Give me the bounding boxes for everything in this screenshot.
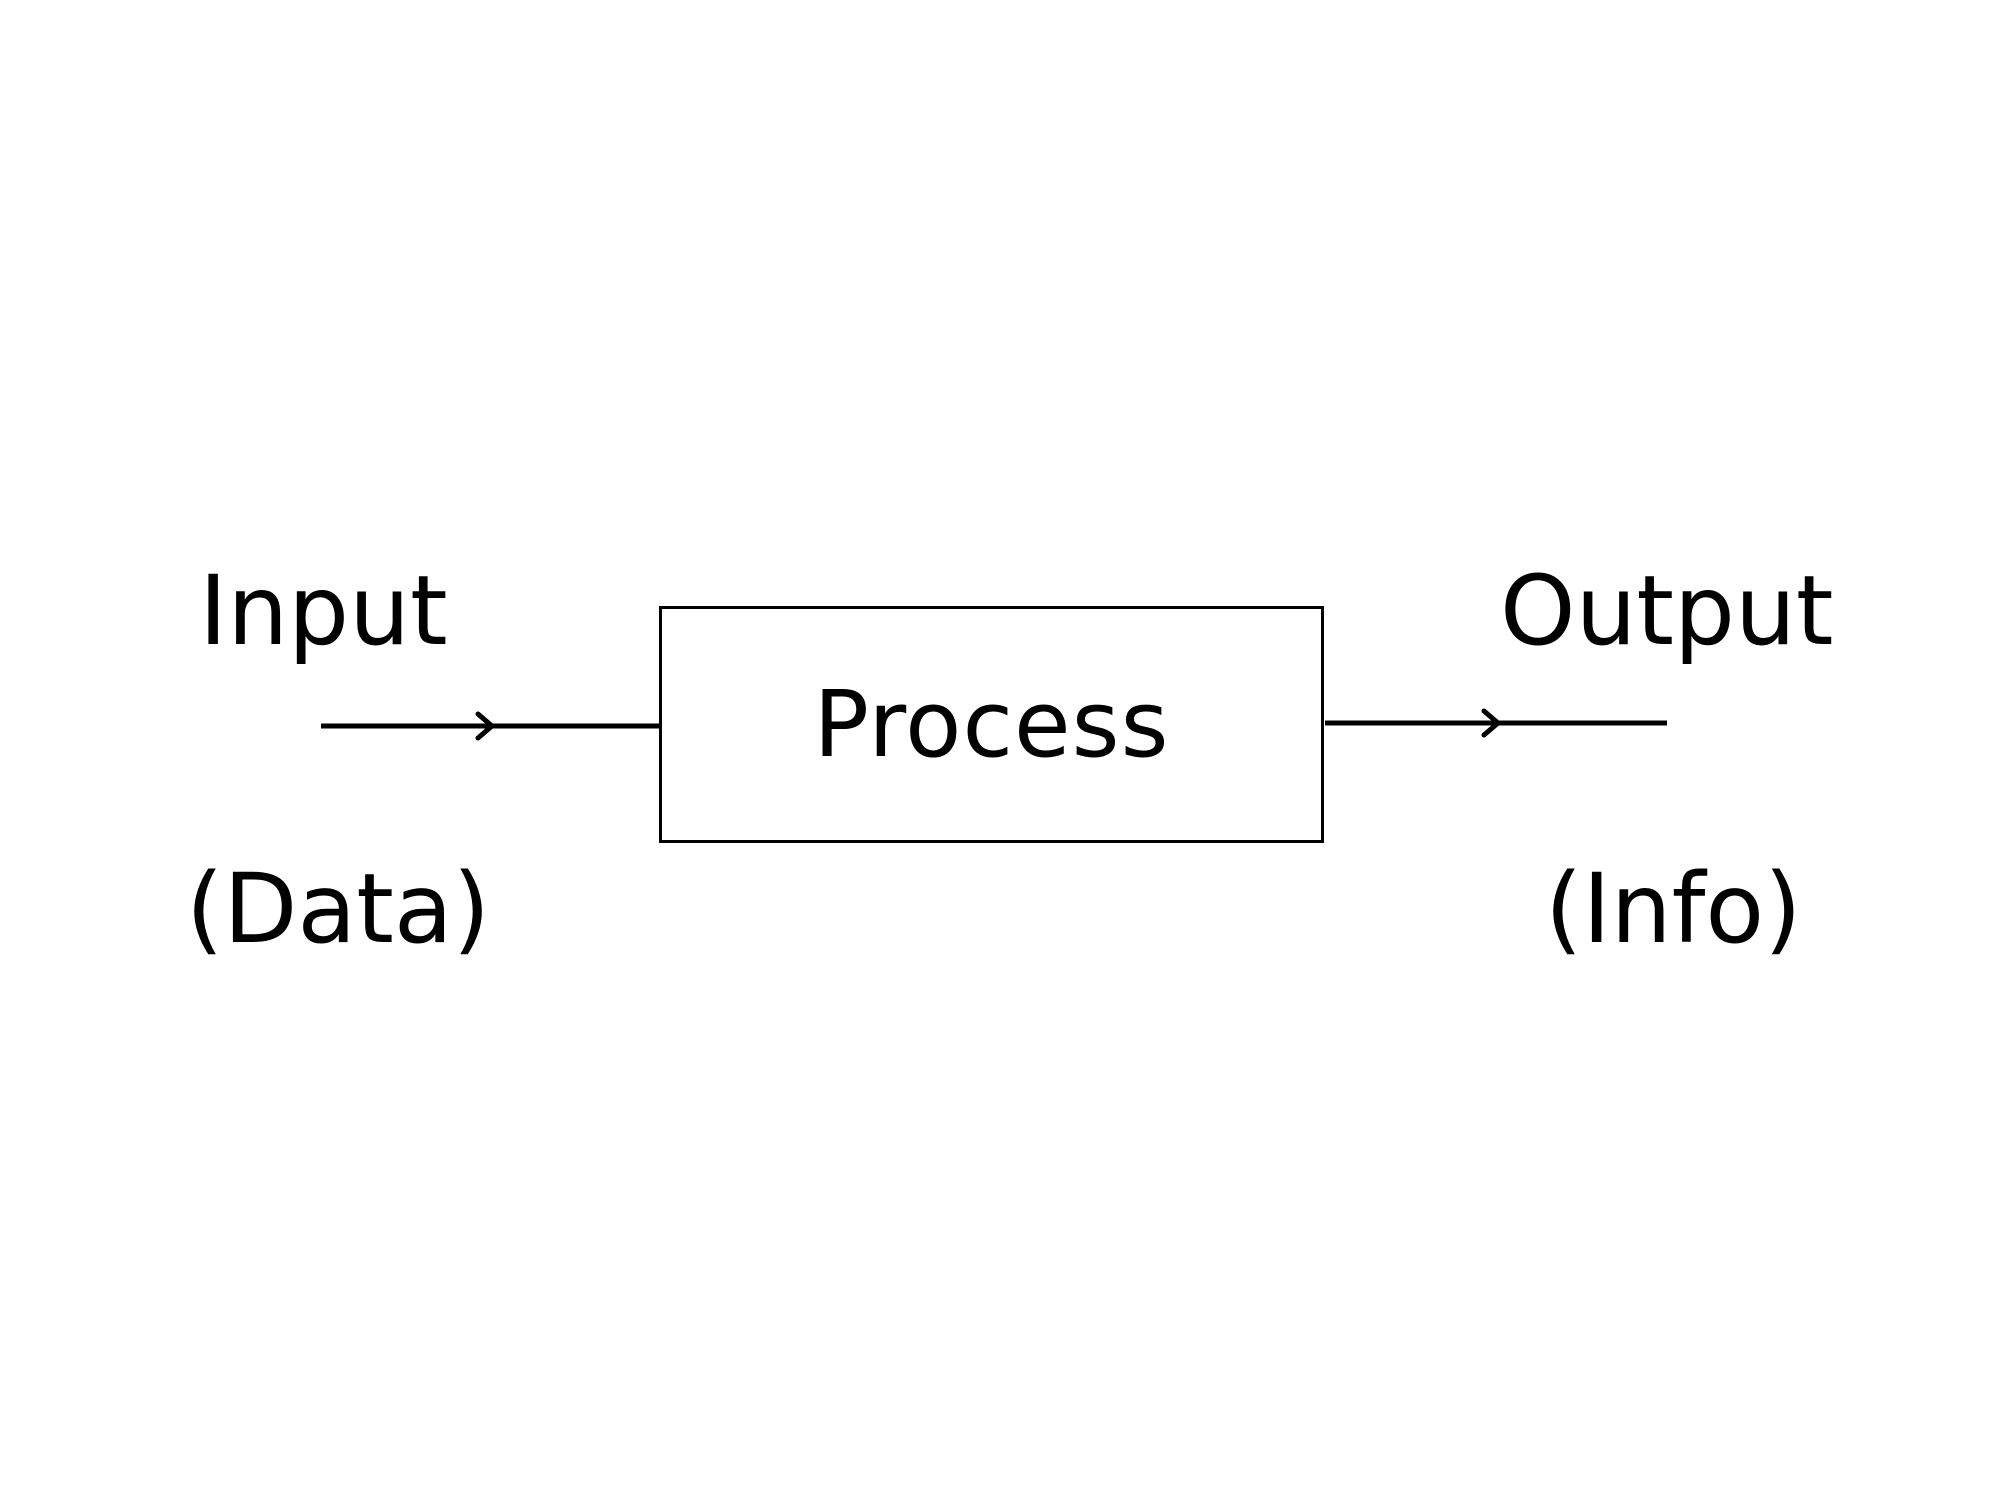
process-box: Process [659,606,1324,843]
input-label: Input [199,555,448,667]
output-arrowhead-icon [1481,708,1501,738]
output-sublabel: (Info) [1545,853,1802,965]
output-label: Output [1500,555,1834,667]
input-arrowhead-icon [475,711,495,741]
input-sublabel: (Data) [186,853,491,965]
process-label: Process [813,670,1170,778]
